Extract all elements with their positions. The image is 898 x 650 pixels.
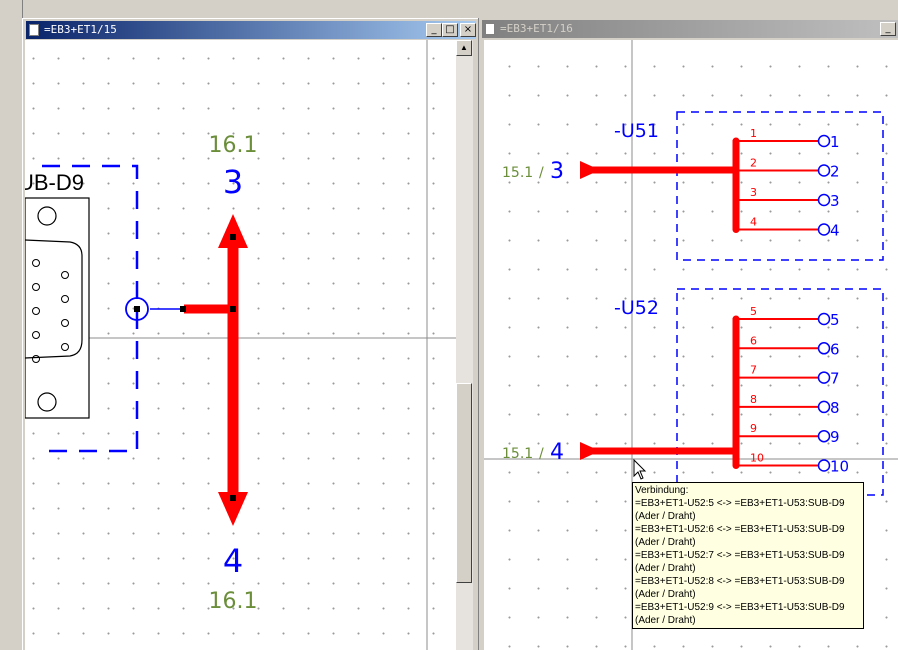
dsub-pins: [32, 259, 69, 363]
u51-incoming-ref: 15.1: [502, 165, 533, 181]
terminal-circle[interactable]: [817, 164, 831, 177]
minimize-icon[interactable]: _: [426, 23, 442, 37]
terminal-circle[interactable]: [817, 429, 831, 443]
scroll-thumb[interactable]: [456, 383, 472, 583]
right-schematic: -U51 15.1 / 3 1 1 2 2 3 3 4 4 -U52 15.1 / 4 5 5 6…: [484, 40, 898, 650]
terminal-label: 3: [830, 192, 840, 210]
u52-label: -U52: [614, 297, 659, 319]
tooltip-line: =EB3+ET1-U52:6 <-> =EB3+ET1-U53:SUB-D9: [635, 524, 845, 535]
junction-dot: [732, 344, 740, 352]
tooltip-line: (Ader / Draht): [635, 563, 696, 574]
left-vertical-scrollbar[interactable]: ▲: [456, 40, 473, 650]
junction-dot: [732, 196, 740, 204]
dsub-screw-top: [37, 206, 57, 226]
tooltip-line: =EB3+ET1-U52:5 <-> =EB3+ET1-U53:SUB-D9: [635, 498, 845, 509]
tooltip-line: =EB3+ET1-U52:7 <-> =EB3+ET1-U53:SUB-D9: [635, 550, 845, 561]
terminal-label: 8: [830, 399, 840, 417]
wire-number: 1: [750, 127, 757, 140]
wire-number: 2: [750, 157, 757, 170]
u52-feed-arrow: [580, 442, 600, 460]
terminal-label: 9: [830, 428, 840, 446]
arrow-up-head: [218, 214, 248, 248]
left-window-title: =EB3+ET1/15: [44, 23, 117, 36]
terminal-circle[interactable]: [817, 371, 831, 384]
left-schematic: UB-D9 16.1 3 4 16.1: [25, 40, 456, 650]
u51-incoming-label: 3: [550, 159, 564, 184]
junction-dot: [732, 462, 740, 469]
terminal-label: 7: [830, 370, 840, 388]
u52-branches: 5 5 6 6 7 7 8 8 9 9 10 10: [732, 305, 849, 476]
u52-incoming-label: 4: [550, 440, 564, 465]
tooltip-line: (Ader / Draht): [635, 511, 696, 522]
dsub-screw-bottom: [37, 392, 57, 412]
terminal-circle[interactable]: [817, 223, 831, 236]
terminal-circle[interactable]: [817, 459, 831, 472]
dsub-shell: [25, 239, 83, 359]
terminal-circle[interactable]: [817, 342, 831, 355]
terminal-circle[interactable]: [817, 400, 831, 414]
arrow-down-ref: 16.1: [209, 589, 258, 614]
u52-box: [676, 288, 884, 496]
wire-number: 3: [750, 186, 757, 199]
wire-number: 10: [750, 452, 764, 465]
document-icon: [29, 24, 39, 36]
wire-number: 9: [750, 422, 757, 435]
arrow-up-label: 3: [223, 163, 243, 201]
u51-feed-arrow: [580, 161, 600, 179]
terminal-circle[interactable]: [817, 134, 831, 148]
tooltip-line: (Ader / Draht): [635, 615, 696, 626]
terminal-label: 5: [830, 311, 840, 329]
minimize-icon[interactable]: _: [880, 22, 896, 36]
maximize-icon[interactable]: □: [442, 23, 458, 37]
u51-incoming-sep: /: [539, 165, 544, 181]
terminal-label: 4: [830, 222, 840, 240]
wire-number: 5: [750, 305, 757, 318]
close-icon[interactable]: ×: [460, 23, 476, 37]
left-drawing-canvas[interactable]: [25, 40, 456, 650]
right-window-titlebar[interactable]: =EB3+ET1/16 _: [482, 20, 898, 38]
wire-number: 6: [750, 334, 757, 347]
u51-branches: 1 1 2 2 3 3 4 4: [732, 127, 840, 240]
arrow-down-head: [218, 492, 248, 526]
connector-box-outline: [42, 164, 139, 453]
left-window-titlebar[interactable]: =EB3+ET1/15 _ □ ×: [26, 21, 476, 39]
u52-incoming-sep: /: [539, 446, 544, 462]
wire-number: 8: [750, 393, 757, 406]
arrow-up-icon[interactable]: ▲: [456, 40, 472, 56]
mdi-background: [0, 0, 23, 650]
tooltip-line: (Ader / Draht): [635, 589, 696, 600]
connector-label: UB-D9: [25, 170, 84, 195]
junction-dot: [732, 167, 740, 174]
junction-dot: [732, 432, 740, 440]
tooltip-line: (Ader / Draht): [635, 537, 696, 548]
connector-terminal: [125, 297, 149, 321]
u51-box: [676, 111, 884, 261]
right-window-title: =EB3+ET1/16: [500, 22, 573, 35]
mouse-cursor-icon: [633, 458, 647, 480]
u51-label: -U51: [614, 120, 659, 142]
tooltip-line: =EB3+ET1-U52:8 <-> =EB3+ET1-U53:SUB-D9: [635, 576, 845, 587]
wire-number: 7: [750, 364, 757, 377]
connection-tooltip: Verbindung: =EB3+ET1-U52:5 <-> =EB3+ET1-U…: [632, 482, 864, 629]
arrow-up-ref: 16.1: [209, 133, 258, 158]
tooltip-line: Verbindung:: [635, 485, 689, 496]
terminal-circle[interactable]: [817, 193, 831, 207]
document-icon: [485, 23, 495, 35]
dsub-body: [25, 197, 90, 419]
terminal-label: 10: [830, 458, 849, 476]
arrow-down-label: 4: [223, 542, 243, 580]
terminal-circle[interactable]: [817, 312, 831, 326]
junction-dot: [732, 403, 740, 411]
wire-number: 4: [750, 216, 757, 229]
tooltip-line: =EB3+ET1-U52:9 <-> =EB3+ET1-U53:SUB-D9: [635, 602, 845, 613]
terminal-label: 6: [830, 340, 840, 358]
junction-dot: [732, 374, 740, 382]
u52-incoming-ref: 15.1: [502, 446, 533, 462]
junction-dot: [732, 226, 740, 233]
terminal-label: 2: [830, 163, 840, 181]
junction-dot: [732, 137, 740, 145]
junction-dot: [732, 315, 740, 323]
terminal-label: 1: [830, 133, 840, 151]
